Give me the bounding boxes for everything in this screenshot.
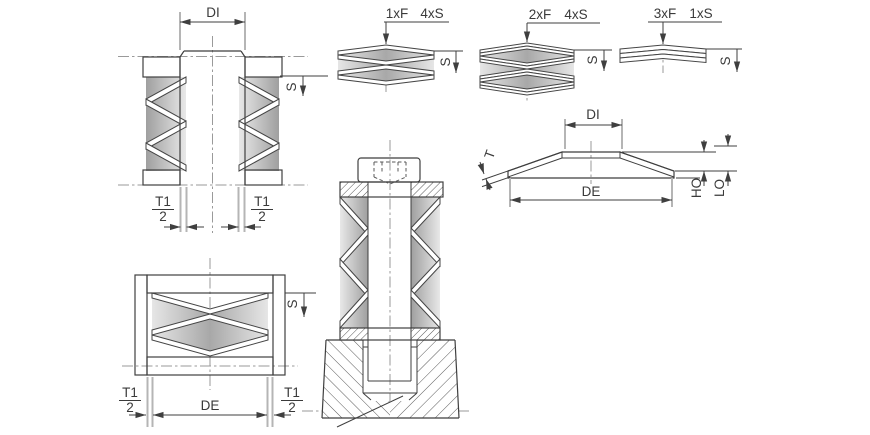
disc-spring-stack xyxy=(145,76,280,172)
t1-numerator: T1 xyxy=(284,385,300,400)
force-label: 1xF xyxy=(386,6,409,21)
dim-lo-label: LO xyxy=(712,179,727,197)
disc-spring-stack xyxy=(151,292,269,357)
dimension-s: S xyxy=(280,75,328,96)
t1-denominator: 2 xyxy=(288,400,296,415)
dim-s-label: S xyxy=(285,299,300,308)
force-label: 3xF xyxy=(654,6,677,21)
figure-single-disc: DI DE T HO LO xyxy=(477,107,737,207)
dimension-t1-left: T1 2 xyxy=(119,385,146,419)
dimension-di: DI xyxy=(179,5,246,50)
dimension-de: DE xyxy=(509,178,673,207)
series-label: 4xS xyxy=(420,6,443,21)
series-label: 4xS xyxy=(564,7,587,22)
dim-s-label: S xyxy=(585,55,600,64)
disc-spring-stack xyxy=(339,195,441,330)
dim-ho-label: HO xyxy=(689,178,704,198)
disc-spring-stack xyxy=(337,44,435,86)
figure-bolt-assembly xyxy=(302,140,472,428)
dimension-t1-right: T1 2 xyxy=(274,385,303,419)
dim-s-label: S xyxy=(438,57,453,66)
dimension-t1-right: T1 2 xyxy=(221,187,273,232)
hex-socket-hidden-lines xyxy=(373,161,407,185)
t1-denominator: 2 xyxy=(126,400,134,415)
t1-denominator: 2 xyxy=(159,209,167,224)
stack-config-callout: 3xF 1xS xyxy=(648,6,722,44)
dimension-de: DE xyxy=(146,377,274,427)
dim-di-label: DI xyxy=(586,107,600,122)
figure-guided-stack-rod: DI S T1 2 T1 2 xyxy=(118,5,328,233)
t1-numerator: T1 xyxy=(122,385,138,400)
dim-s-label: S xyxy=(718,56,733,65)
bolt xyxy=(357,157,421,382)
disc-spring-stack xyxy=(479,42,575,96)
washer-bottom xyxy=(339,327,441,341)
figure-stack-3f1s: 3xF 1xS S xyxy=(619,6,742,73)
dimension-ho: HO xyxy=(622,140,737,198)
dimension-s: S xyxy=(706,48,742,72)
dimension-s: S xyxy=(434,50,463,73)
series-label: 1xS xyxy=(689,6,712,21)
t1-numerator: T1 xyxy=(155,194,171,209)
housing xyxy=(134,274,286,376)
dimension-s: S xyxy=(574,49,612,71)
figure-stack-2f4s: 2xF 4xS S xyxy=(479,7,612,101)
guide-rod xyxy=(179,50,246,185)
dim-de-label: DE xyxy=(582,184,601,199)
disc-spring-stack xyxy=(619,44,707,64)
dimension-di: DI xyxy=(564,107,623,149)
t1-denominator: 2 xyxy=(258,209,266,224)
bolt-shaft xyxy=(367,182,412,382)
washer-top xyxy=(339,181,444,198)
dimension-s: S xyxy=(285,292,316,317)
bolt-head xyxy=(357,157,421,183)
dimension-t1-left: T1 2 xyxy=(152,187,204,232)
thread-leader-line xyxy=(336,395,404,428)
dim-di-label: DI xyxy=(206,5,220,20)
dimension-lo: LO xyxy=(712,134,737,197)
figure-housed-stack: S DE T1 2 T1 2 xyxy=(119,258,316,427)
force-label: 2xF xyxy=(529,7,552,22)
stack-config-callout: 1xF 4xS xyxy=(382,6,449,44)
stack-config-callout: 2xF 4xS xyxy=(523,7,600,42)
figure-stack-1f4s: 1xF 4xS S xyxy=(337,6,463,92)
dim-t-label: T xyxy=(481,148,498,161)
dim-s-label: S xyxy=(284,82,299,91)
dimension-t: T xyxy=(477,148,511,191)
dim-de-label: DE xyxy=(201,398,220,413)
t1-numerator: T1 xyxy=(254,194,270,209)
